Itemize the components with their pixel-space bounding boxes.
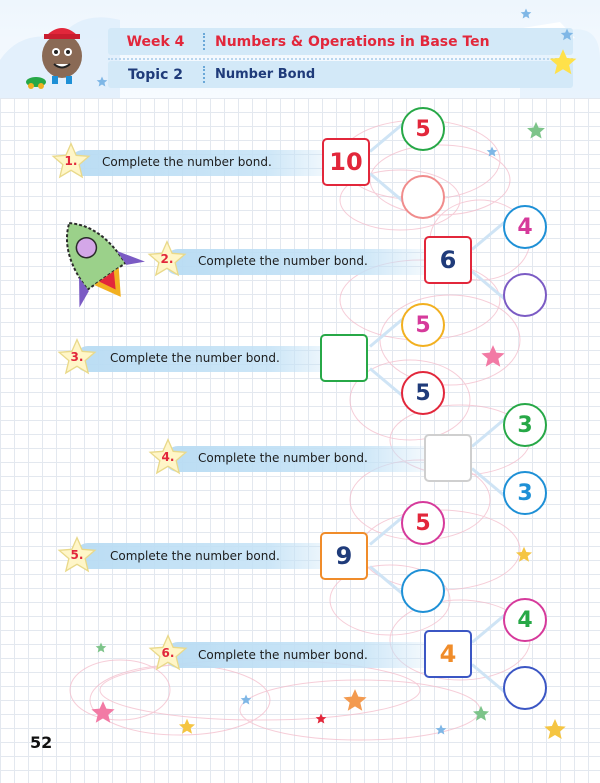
star-icon bbox=[481, 345, 505, 367]
bond-line bbox=[369, 172, 406, 204]
problem-instruction: Complete the number bond. bbox=[198, 451, 368, 465]
star-icon bbox=[515, 546, 533, 562]
star-icon bbox=[147, 240, 187, 277]
problem-number-star: 6. bbox=[147, 634, 189, 674]
title-divider bbox=[203, 66, 207, 83]
brush-stroke bbox=[165, 642, 445, 668]
star-icon bbox=[486, 146, 498, 157]
problem-instruction: Complete the number bond. bbox=[198, 648, 368, 662]
star-icon bbox=[148, 438, 188, 475]
problem-number-star: 5. bbox=[56, 536, 98, 576]
star-icon bbox=[91, 701, 115, 723]
bond-line bbox=[369, 316, 406, 348]
whole-box[interactable] bbox=[424, 434, 472, 482]
brush-stroke bbox=[70, 150, 350, 176]
star-icon bbox=[57, 338, 97, 375]
topic-title-bar: Topic 2 Number Bond bbox=[108, 61, 573, 88]
brush-stroke bbox=[75, 346, 355, 372]
part-circle-bottom[interactable] bbox=[503, 666, 547, 710]
part-circle-top[interactable]: 4 bbox=[503, 598, 547, 642]
star-icon bbox=[435, 724, 447, 735]
part-circle-bottom[interactable]: 5 bbox=[401, 371, 445, 415]
part-circle-top[interactable]: 5 bbox=[401, 303, 445, 347]
part-circle-top[interactable]: 5 bbox=[401, 107, 445, 151]
part-circle-bottom[interactable] bbox=[401, 175, 445, 219]
star-icon bbox=[549, 49, 577, 75]
problem-number-star: 1. bbox=[50, 142, 92, 182]
star-icon bbox=[57, 536, 97, 573]
part-circle-top[interactable]: 3 bbox=[503, 403, 547, 447]
problem-number-star: 4. bbox=[147, 438, 189, 478]
star-icon bbox=[560, 28, 574, 41]
rocket-icon bbox=[65, 222, 145, 308]
part-circle-bottom[interactable] bbox=[401, 569, 445, 613]
star-icon bbox=[95, 642, 107, 653]
problem-number: 3. bbox=[70, 350, 84, 364]
star-icon bbox=[178, 718, 196, 734]
problem-number-star: 2. bbox=[146, 240, 188, 280]
part-circle-bottom[interactable] bbox=[503, 273, 547, 317]
problem-number: 4. bbox=[161, 450, 175, 464]
bond-line bbox=[471, 467, 508, 499]
whole-box[interactable]: 9 bbox=[320, 532, 368, 580]
potato-mascot-icon bbox=[26, 28, 82, 89]
star-icon bbox=[527, 121, 545, 139]
star-icon bbox=[51, 142, 91, 179]
star-icon bbox=[315, 713, 327, 724]
page-number: 52 bbox=[30, 733, 53, 752]
bond-line bbox=[471, 219, 508, 251]
problem-instruction: Complete the number bond. bbox=[110, 351, 280, 365]
week-label: Week 4 bbox=[126, 33, 185, 50]
problem-instruction: Complete the number bond. bbox=[110, 549, 280, 563]
whole-box[interactable]: 6 bbox=[424, 236, 472, 284]
whole-box[interactable]: 4 bbox=[424, 630, 472, 678]
topic-title: Number Bond bbox=[215, 67, 316, 82]
bond-line bbox=[471, 416, 508, 448]
star-icon bbox=[240, 694, 252, 705]
header-dotted-rule bbox=[108, 58, 573, 60]
part-circle-top[interactable]: 4 bbox=[503, 205, 547, 249]
bond-line bbox=[369, 565, 406, 597]
problem-instruction: Complete the number bond. bbox=[198, 254, 368, 268]
problem-number: 1. bbox=[64, 154, 78, 168]
star-icon bbox=[343, 689, 367, 711]
whole-box[interactable] bbox=[320, 334, 368, 382]
bond-line bbox=[471, 663, 508, 695]
whole-box[interactable]: 10 bbox=[322, 138, 370, 186]
star-icon bbox=[472, 705, 490, 721]
star-icon bbox=[96, 76, 108, 87]
bond-line bbox=[369, 367, 406, 399]
week-title-bar: Week 4 Numbers & Operations in Base Ten bbox=[108, 28, 573, 55]
star-icon bbox=[148, 634, 188, 671]
bond-line bbox=[471, 270, 508, 302]
bond-line bbox=[471, 612, 508, 644]
problem-number-star: 3. bbox=[56, 338, 98, 378]
brush-stroke bbox=[165, 249, 445, 275]
problem-instruction: Complete the number bond. bbox=[102, 155, 272, 169]
topic-label: Topic 2 bbox=[127, 66, 184, 83]
star-icon bbox=[544, 719, 566, 739]
problem-number: 6. bbox=[161, 646, 175, 660]
part-circle-top[interactable]: 5 bbox=[401, 501, 445, 545]
part-circle-bottom[interactable]: 3 bbox=[503, 471, 547, 515]
title-divider bbox=[203, 33, 207, 50]
star-icon bbox=[520, 8, 532, 19]
brush-stroke bbox=[75, 543, 355, 569]
brush-stroke bbox=[165, 446, 445, 472]
week-title: Numbers & Operations in Base Ten bbox=[215, 33, 490, 50]
bond-line bbox=[369, 514, 406, 546]
bond-line bbox=[369, 121, 406, 153]
problem-number: 5. bbox=[70, 548, 84, 562]
problem-number: 2. bbox=[160, 252, 174, 266]
